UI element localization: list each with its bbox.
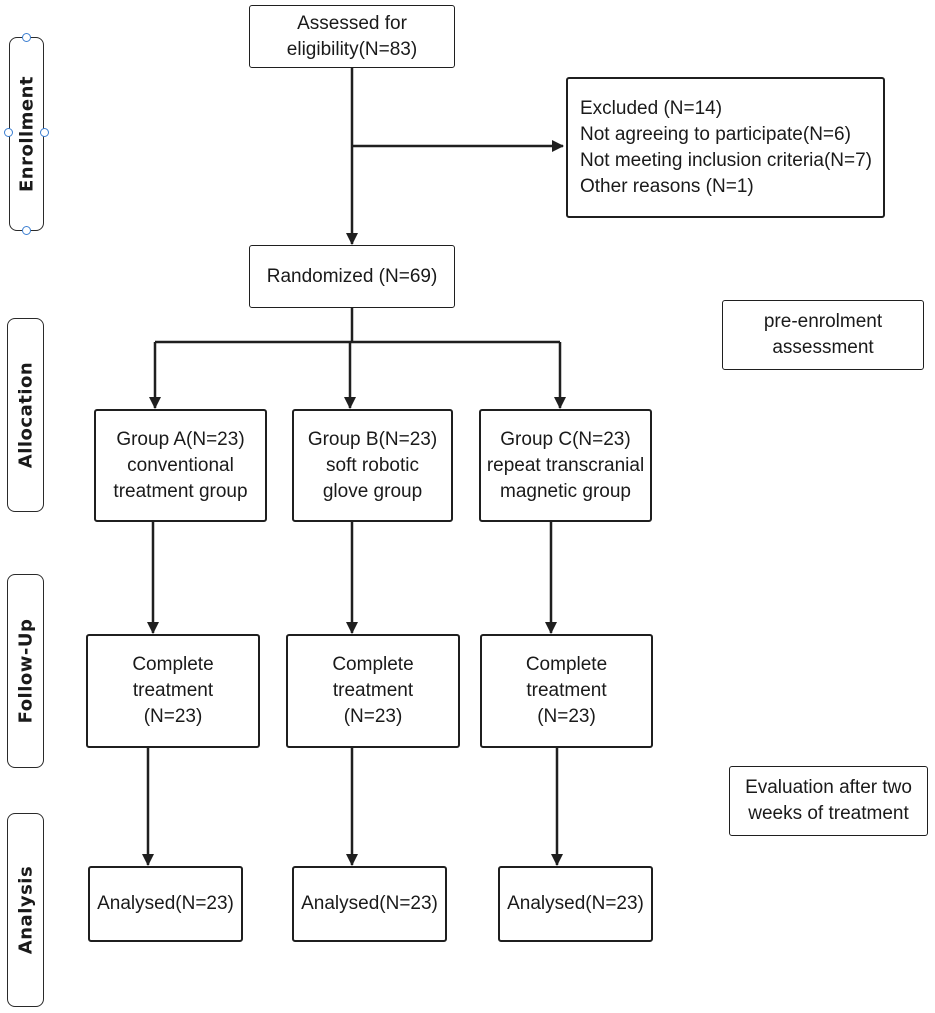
excluded-box: Excluded (N=14) Not agreeing to particip… (566, 77, 885, 218)
excluded-reason-not-agreeing: Not agreeing to participate(N=6) (580, 123, 851, 145)
followup-b-line-1: Complete (332, 654, 414, 675)
followup-a-line-1: Complete (132, 654, 214, 675)
followup-c-line-2: treatment (526, 680, 607, 701)
stage-follow-up-label: Follow-Up (15, 618, 36, 724)
group-a-desc-2: treatment group (113, 480, 248, 502)
pre-enrolment-line-2: assessment (772, 337, 874, 358)
stage-analysis-label: Analysis (15, 865, 36, 955)
randomized-label: Randomized (N=69) (266, 265, 438, 287)
pre-enrolment-line-1: pre-enrolment (763, 311, 883, 332)
followup-c-line-1: Complete (525, 654, 608, 675)
assessed-eligibility-box: Assessed for eligibility(N=83) (249, 5, 455, 68)
group-c-title: Group C(N=23) (500, 428, 631, 450)
followup-a-line-2: treatment (132, 680, 214, 701)
analysed-c-label: Analysed(N=23) (507, 893, 644, 914)
group-a-box: Group A(N=23) conventional treatment gro… (94, 409, 267, 522)
stage-allocation-label: Allocation (15, 361, 36, 469)
excluded-reason-other: Other reasons (N=1) (580, 175, 754, 197)
followup-b-line-2: treatment (332, 680, 414, 701)
group-c-desc-1: repeat transcranial (486, 454, 645, 476)
selection-handle[interactable] (22, 33, 31, 42)
evaluation-note: Evaluation after two weeks of treatment (729, 766, 928, 836)
analysed-b-box: Analysed(N=23) (292, 866, 447, 942)
stage-follow-up: Follow-Up (7, 574, 44, 768)
randomized-box: Randomized (N=69) (249, 245, 455, 308)
selection-handle[interactable] (22, 226, 31, 235)
followup-c-line-3: (N=23) (537, 706, 596, 727)
excluded-reason-not-meeting: Not meeting inclusion criteria(N=7) (580, 149, 872, 171)
assessed-line-2: eligibility(N=83) (286, 38, 418, 60)
stage-enrollment-label: Enrollment (16, 75, 37, 193)
followup-b-line-3: (N=23) (343, 706, 403, 727)
selection-handle[interactable] (4, 128, 13, 137)
group-b-desc-2: glove group (322, 480, 423, 502)
group-b-title: Group B(N=23) (307, 428, 438, 450)
group-c-box: Group C(N=23) repeat transcranial magnet… (479, 409, 652, 522)
analysed-b-label: Analysed(N=23) (301, 893, 438, 914)
evaluation-line-2: weeks of treatment (748, 803, 909, 824)
group-b-desc-1: soft robotic (326, 454, 419, 476)
followup-a-line-3: (N=23) (143, 706, 203, 727)
pre-enrolment-note: pre-enrolment assessment (722, 300, 924, 370)
group-a-title: Group A(N=23) (116, 428, 245, 450)
group-a-desc-1: conventional (127, 454, 234, 476)
group-c-desc-2: magnetic group (500, 480, 631, 502)
analysed-a-label: Analysed(N=23) (97, 893, 234, 914)
excluded-total: Excluded (N=14) (580, 97, 723, 119)
stage-allocation: Allocation (7, 318, 44, 512)
stage-analysis: Analysis (7, 813, 44, 1007)
stage-enrollment: Enrollment (9, 37, 44, 231)
selection-handle[interactable] (40, 128, 49, 137)
analysed-a-box: Analysed(N=23) (88, 866, 243, 942)
followup-a-box: Complete treatment (N=23) (86, 634, 260, 748)
group-b-box: Group B(N=23) soft robotic glove group (292, 409, 453, 522)
evaluation-line-1: Evaluation after two (745, 777, 912, 798)
analysed-c-box: Analysed(N=23) (498, 866, 653, 942)
followup-c-box: Complete treatment (N=23) (480, 634, 653, 748)
followup-b-box: Complete treatment (N=23) (286, 634, 460, 748)
assessed-line-1: Assessed for (297, 12, 407, 34)
